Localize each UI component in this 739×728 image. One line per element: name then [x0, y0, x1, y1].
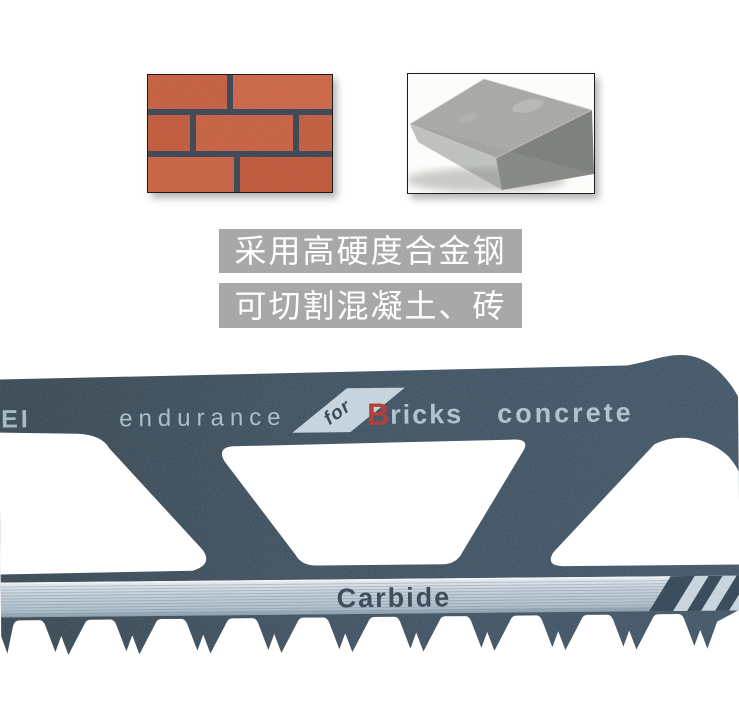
app-initial: B	[367, 397, 390, 432]
feature-banner-cut: 可切割混凝土、砖	[219, 283, 522, 328]
carbide-band	[0, 575, 739, 618]
brick-wall-photo	[147, 74, 333, 193]
band-stripe-3	[729, 575, 739, 611]
saw-blade: Carbide EI endurance for B ricks concret…	[0, 355, 739, 665]
blade-cutout-right	[550, 437, 739, 567]
concrete-block-graphic	[408, 74, 594, 193]
app-rest: ricks	[390, 399, 463, 430]
feature-banner-steel: 采用高硬度合金钢	[219, 229, 522, 273]
saw-blade-graphic: Carbide EI endurance for B ricks concret…	[0, 355, 739, 656]
concrete-block-photo	[407, 73, 595, 194]
blade-left-text: EI	[1, 405, 31, 433]
blade-cutout-middle	[222, 439, 526, 566]
band-stripe-2	[701, 575, 737, 611]
blade-cutout-left	[0, 432, 207, 575]
brick-wall-graphic	[148, 75, 332, 192]
blade-series-label: endurance	[119, 404, 287, 433]
band-label: Carbide	[336, 582, 451, 613]
app-word2: concrete	[497, 397, 634, 428]
band-stripe-1	[673, 575, 709, 612]
